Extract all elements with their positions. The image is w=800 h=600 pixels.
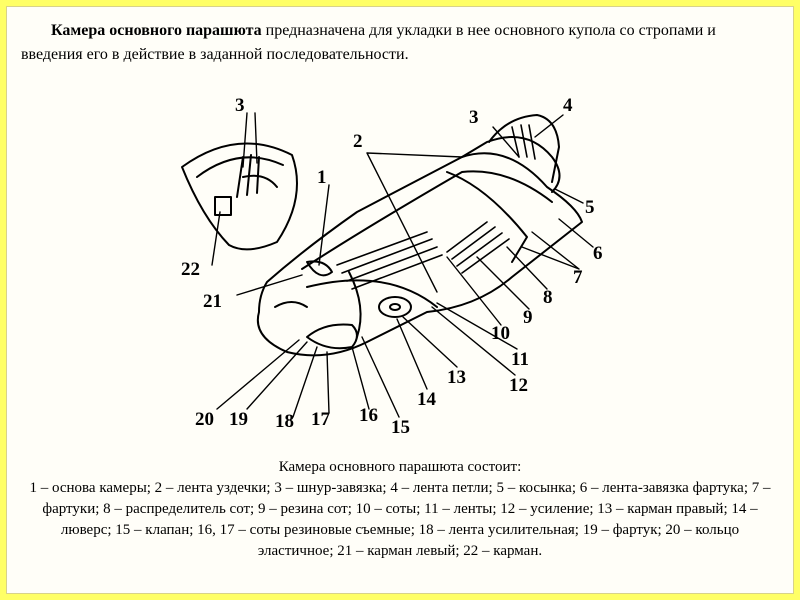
bridle-strap: [488, 114, 560, 183]
callout-label: 12: [509, 375, 528, 396]
inset-detail-outline: [181, 142, 298, 251]
callout-label: 21: [203, 291, 222, 312]
callout-label: 15: [391, 417, 410, 438]
callout-label: 18: [275, 411, 294, 432]
callout-label: 1: [317, 167, 327, 188]
camera-base-outline: [256, 152, 583, 357]
top-flap: [461, 136, 561, 193]
legend-body: 1 – основа камеры; 2 – лента уздечки; 3 …: [29, 480, 771, 559]
callout-label: 10: [491, 323, 510, 344]
left-pocket: [306, 260, 333, 277]
callout-label: 2: [353, 131, 363, 152]
callout-label: 7: [573, 267, 583, 288]
callout-label: 3: [469, 107, 479, 128]
callout-label: 13: [447, 367, 466, 388]
parachute-camera-diagram: 3 22 21 1 2 3 4 5 6 7 8 9 10 11 12 13 14…: [181, 95, 603, 438]
legend-title: Камера основного парашюта состоит:: [278, 459, 522, 475]
callout-label: 20: [195, 409, 214, 430]
callout-label: 5: [585, 197, 595, 218]
callout-label: 22: [181, 259, 200, 280]
grommet: [378, 296, 412, 318]
inset-pocket: [214, 196, 232, 216]
callout-label: 6: [593, 243, 603, 264]
callout-label: 9: [523, 307, 533, 328]
slide: Камера основного парашюта предназначена …: [6, 6, 794, 594]
intro-bold-term: Камера основного парашюта: [51, 22, 262, 39]
callout-label: 8: [543, 287, 553, 308]
callout-label: 17: [311, 409, 331, 430]
callout-label: 4: [563, 95, 573, 116]
intro-text: предназначена для укладки в нее основног…: [21, 22, 716, 63]
callout-label: 19: [229, 409, 248, 430]
legend-caption: Камера основного парашюта состоит: 1 – о…: [27, 457, 773, 562]
intro-paragraph: Камера основного парашюта предназначена …: [21, 19, 781, 67]
elastic-ring: [306, 323, 358, 350]
callout-label: 11: [511, 349, 529, 370]
callout-label: 16: [359, 405, 378, 426]
callout-label: 14: [417, 389, 437, 410]
callout-label: 3: [235, 95, 245, 116]
